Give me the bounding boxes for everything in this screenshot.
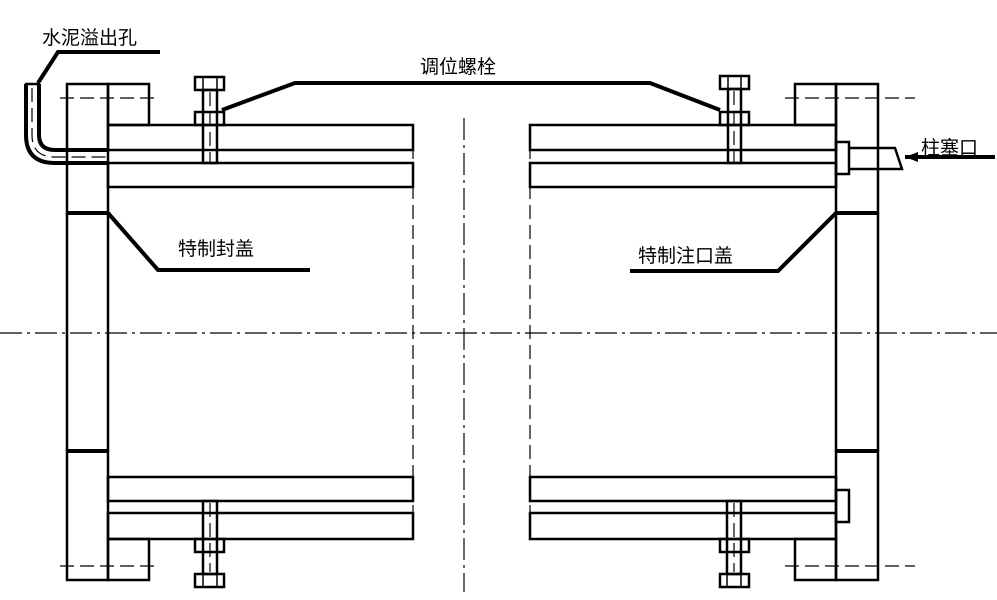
right-special-injection-cover <box>834 211 880 453</box>
plunger-rod <box>849 146 904 171</box>
pipe-walls <box>106 123 838 541</box>
adjusting-bolt-top-left <box>193 75 226 165</box>
leader-lines <box>36 50 995 273</box>
special-injection-cover-label: 特制注口盖 <box>638 245 733 267</box>
cement-overflow-pipe <box>24 82 108 165</box>
left-special-cover <box>65 211 110 453</box>
adjusting-bolt-label: 调位螺栓 <box>420 56 496 78</box>
adjusting-bolt-bottom-left <box>193 499 226 589</box>
adjusting-bolt-top-right <box>718 74 751 165</box>
overflow-hole-label: 水泥溢出孔 <box>42 27 137 49</box>
plunger-port-label: 柱塞口 <box>921 137 978 159</box>
special-cover-label: 特制封盖 <box>178 238 254 260</box>
adjusting-bolt-bottom-right <box>718 499 751 589</box>
